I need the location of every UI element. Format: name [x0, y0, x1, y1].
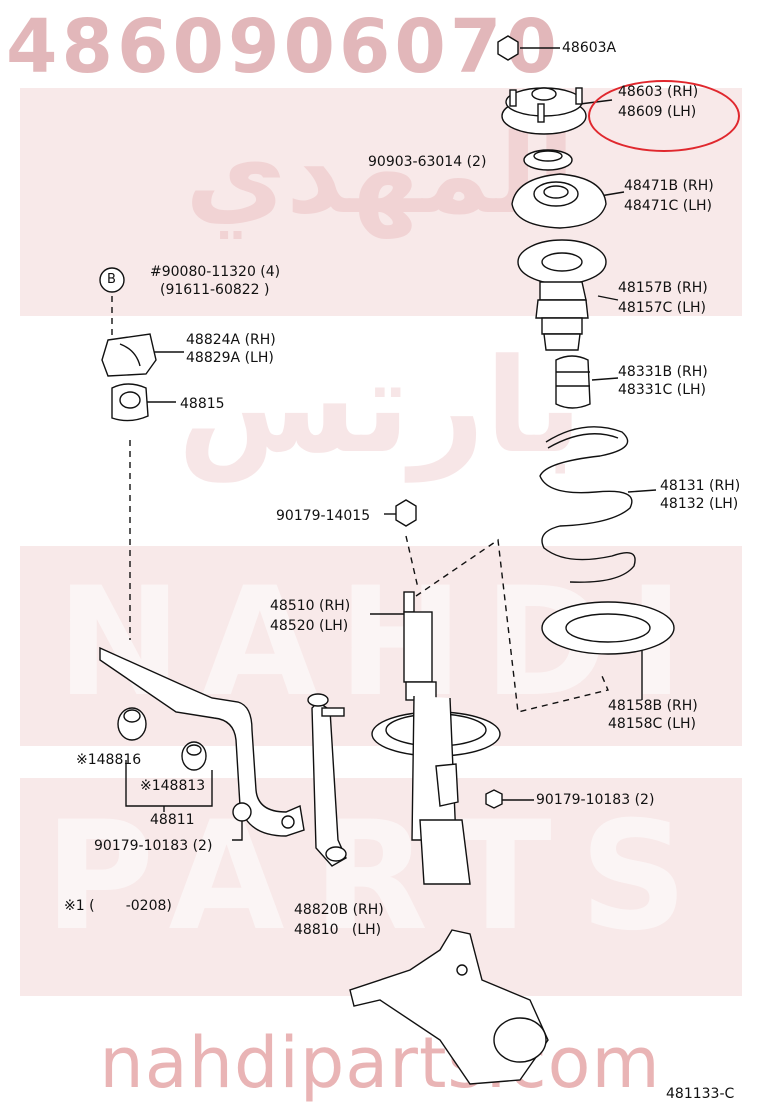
label-48603-rh: 48603 (RH) — [618, 84, 699, 100]
label-48510: 48510 (RH) — [270, 598, 351, 614]
footnote-note: ※1 ( -0208) — [64, 898, 172, 914]
label-148813: ※148813 — [140, 778, 206, 794]
label-48810: 48810 (LH) — [294, 922, 382, 938]
label-48331C: 48331C (LH) — [618, 382, 707, 398]
callout-b-letter: B — [107, 272, 116, 287]
watermark-band-3 — [20, 778, 742, 996]
label-48603A: 48603A — [562, 40, 617, 56]
label-48131: 48131 (RH) — [660, 478, 741, 494]
highlight-circle-48603-48609 — [588, 80, 740, 152]
label-48158B: 48158B (RH) — [608, 698, 698, 714]
label-48815: 48815 — [180, 396, 225, 412]
callout-b-circle — [99, 267, 125, 293]
label-90179-10183-left: 90179-10183 (2) — [94, 838, 213, 854]
label-90179-14015: 90179-14015 — [276, 508, 371, 524]
label-90179-10183-right: 90179-10183 (2) — [536, 792, 655, 808]
watermark-arabic-mid: بارتس — [177, 330, 583, 482]
label-91611-60822: (91611-60822 ) — [160, 282, 270, 298]
label-48331B: 48331B (RH) — [618, 364, 708, 380]
label-48609-lh: 48609 (LH) — [618, 104, 697, 120]
label-48471B: 48471B (RH) — [624, 178, 714, 194]
watermark-site-url: nahdiparts.com — [99, 1022, 661, 1104]
watermark-arabic-top: المهدي — [185, 110, 575, 238]
label-48471C: 48471C (LH) — [624, 198, 713, 214]
label-48158C: 48158C (LH) — [608, 716, 697, 732]
label-90903-63014: 90903-63014 (2) — [368, 154, 487, 170]
label-48829A: 48829A (LH) — [186, 350, 274, 366]
label-48824A: 48824A (RH) — [186, 332, 276, 348]
label-48820B: 48820B (RH) — [294, 902, 384, 918]
label-48132: 48132 (LH) — [660, 496, 739, 512]
diagram-reference-code: 481133-C — [666, 1086, 735, 1102]
watermark-brand-parts: PARTS — [44, 790, 716, 964]
label-90080-11320: #90080-11320 (4) — [150, 264, 281, 280]
label-48157C: 48157C (LH) — [618, 300, 707, 316]
watermark-part-number: 4860906070 — [6, 4, 561, 90]
label-148816: ※148816 — [76, 752, 142, 768]
label-48520: 48520 (LH) — [270, 618, 349, 634]
label-48811: 48811 — [150, 812, 195, 828]
label-48157B: 48157B (RH) — [618, 280, 708, 296]
